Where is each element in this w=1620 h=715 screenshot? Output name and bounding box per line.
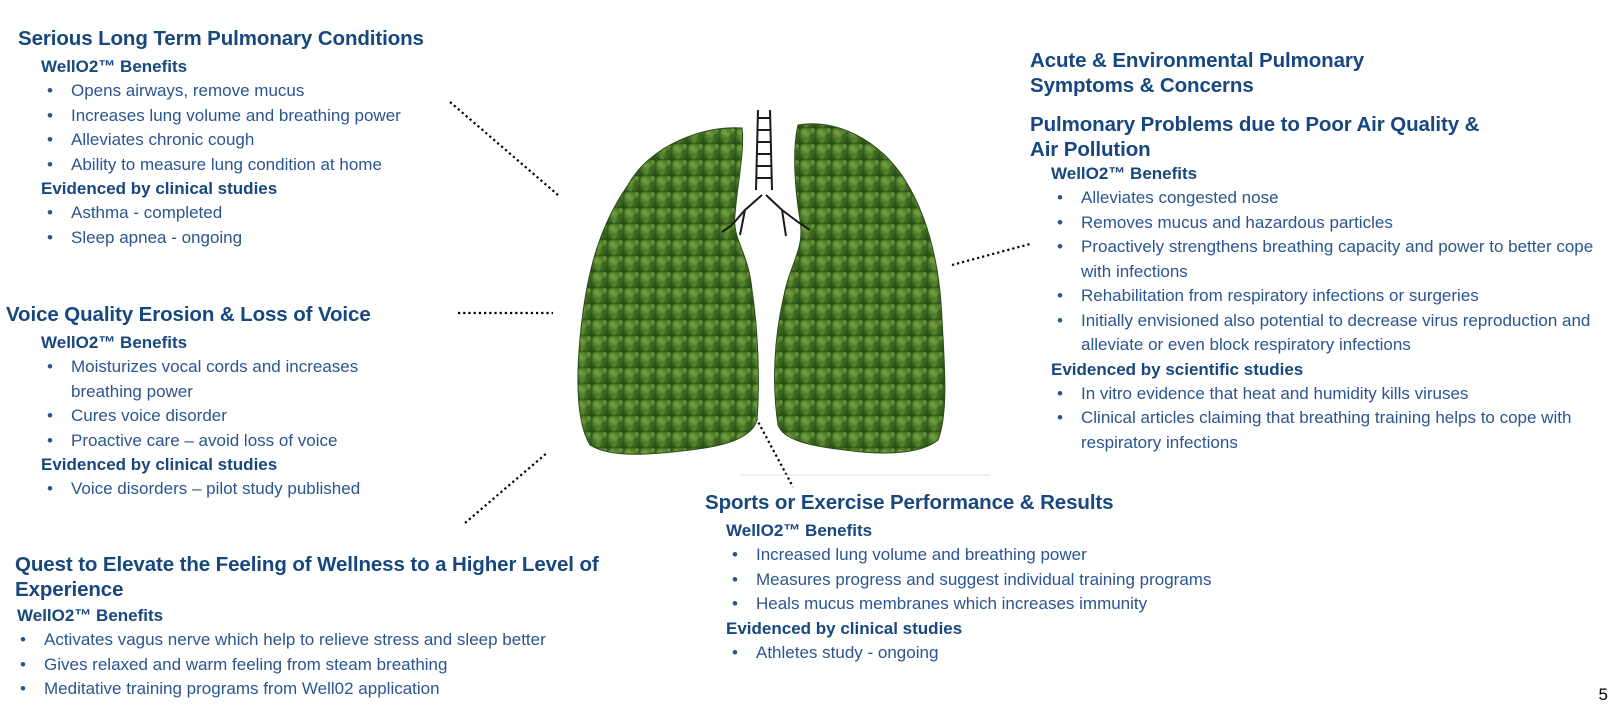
benefits-heading: WellO2™ Benefits — [41, 57, 188, 76]
evidence-list: Voice disorders – pilot study published — [41, 477, 401, 502]
evidence-list: In vitro evidence that heat and humidity… — [1051, 382, 1615, 456]
section-title: Sports or Exercise Performance & Results — [705, 491, 1114, 514]
list-item: Alleviates congested nose — [1051, 186, 1615, 211]
section-sports: Sports or Exercise Performance & Results… — [705, 490, 1325, 665]
connector-serious — [449, 101, 559, 196]
connector-wellness — [464, 451, 549, 524]
list-item: Measures progress and suggest individual… — [726, 568, 1325, 593]
list-item: Voice disorders – pilot study published — [41, 477, 401, 502]
section-title: Quest to Elevate the Feeling of Wellness… — [15, 553, 599, 601]
list-item: Opens airways, remove mucus — [41, 79, 458, 104]
section-title: Acute & Environmental Pulmonary Symptoms… — [1030, 49, 1365, 97]
section-title: Serious Long Term Pulmonary Conditions — [18, 27, 424, 50]
benefits-list: Activates vagus nerve which help to reli… — [14, 628, 665, 702]
list-item: In vitro evidence that heat and humidity… — [1051, 382, 1615, 407]
benefits-list: Opens airways, remove mucus Increases lu… — [41, 79, 458, 177]
list-item: Increased lung volume and breathing powe… — [726, 543, 1325, 568]
evidence-heading: Evidenced by clinical studies — [41, 179, 278, 198]
section-title: Voice Quality Erosion & Loss of Voice — [6, 303, 371, 326]
page-number: 5 — [1598, 685, 1608, 704]
benefits-heading: WellO2™ Benefits — [1051, 164, 1198, 183]
benefits-heading: WellO2™ Benefits — [726, 521, 873, 540]
list-item: Alleviates chronic cough — [41, 128, 458, 153]
benefits-list: Alleviates congested nose Removes mucus … — [1051, 186, 1615, 358]
section-wellness: Quest to Elevate the Feeling of Wellness… — [15, 552, 665, 702]
list-item: Rehabilitation from respiratory infectio… — [1051, 284, 1615, 309]
section-serious: Serious Long Term Pulmonary Conditions W… — [18, 26, 458, 250]
list-item: Increases lung volume and breathing powe… — [41, 104, 458, 129]
benefits-list: Moisturizes vocal cords and increases br… — [41, 355, 401, 453]
list-item: Clinical articles claiming that breathin… — [1051, 406, 1615, 455]
evidence-list: Athletes study - ongoing — [726, 641, 1325, 666]
benefits-heading: WellO2™ Benefits — [17, 606, 164, 625]
list-item: Meditative training programs from Well02… — [14, 677, 665, 702]
evidence-heading: Evidenced by clinical studies — [726, 618, 963, 638]
benefits-heading: WellO2™ Benefits — [41, 333, 188, 352]
list-item: Proactively strengthens breathing capaci… — [1051, 235, 1615, 284]
list-item: Athletes study - ongoing — [726, 641, 1325, 666]
list-item: Proactive care – avoid loss of voice — [41, 429, 401, 454]
list-item: Heals mucus membranes which increases im… — [726, 592, 1325, 617]
list-item: Moisturizes vocal cords and increases br… — [41, 355, 401, 404]
list-item: Cures voice disorder — [41, 404, 401, 429]
list-item: Asthma - completed — [41, 201, 458, 226]
list-item: Initially envisioned also potential to d… — [1051, 309, 1615, 358]
evidence-heading: Evidenced by clinical studies — [41, 455, 278, 474]
section-acute: Acute & Environmental Pulmonary Symptoms… — [1030, 48, 1615, 455]
evidence-heading: Evidenced by scientific studies — [1051, 359, 1304, 379]
section-voice: Voice Quality Erosion & Loss of Voice We… — [6, 302, 426, 502]
benefits-list: Increased lung volume and breathing powe… — [726, 543, 1325, 617]
list-item: Gives relaxed and warm feeling from stea… — [14, 653, 665, 678]
list-item: Ability to measure lung condition at hom… — [41, 153, 458, 178]
evidence-list: Asthma - completed Sleep apnea - ongoing — [41, 201, 458, 250]
list-item: Removes mucus and hazardous particles — [1051, 211, 1615, 236]
section-subtitle: Pulmonary Problems due to Poor Air Quali… — [1030, 113, 1480, 161]
list-item: Sleep apnea - ongoing — [41, 226, 458, 251]
connector-acute — [951, 242, 1031, 267]
list-item: Activates vagus nerve which help to reli… — [14, 628, 665, 653]
lungs-foliage-image — [577, 109, 990, 476]
